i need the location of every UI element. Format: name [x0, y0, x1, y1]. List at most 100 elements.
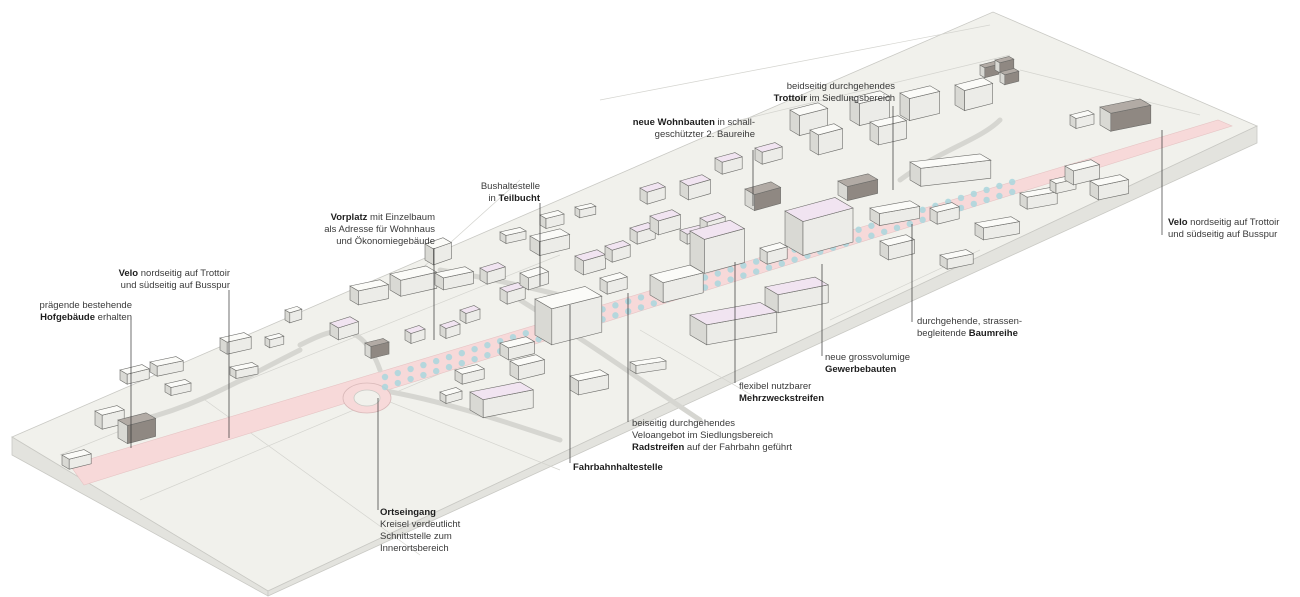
tree: [714, 280, 721, 287]
tree: [445, 353, 453, 361]
label-bushaltestelle: Bushaltestelle in Teilbucht: [480, 181, 540, 204]
building: [539, 210, 565, 230]
tree: [458, 359, 465, 367]
tree: [471, 345, 478, 353]
tree: [740, 262, 747, 269]
leader-lines: [130, 106, 1163, 510]
tree: [407, 375, 414, 383]
building: [1089, 174, 1130, 201]
tree: [407, 365, 414, 373]
label-baumreihe: durchgehende, strassen- begleitende Baum…: [917, 316, 1023, 339]
building: [459, 305, 481, 325]
label-radstreifen: beiseitig durchgehendes Veloangebot im S…: [632, 418, 793, 453]
building: [264, 333, 285, 349]
tree: [381, 383, 389, 391]
tree: [637, 294, 645, 301]
tree: [983, 196, 990, 204]
building: [534, 286, 603, 346]
building: [229, 362, 259, 380]
building: [1069, 110, 1095, 130]
tree: [881, 228, 888, 235]
building: [929, 202, 960, 225]
tree: [996, 182, 1003, 190]
building: [764, 276, 830, 314]
building: [119, 364, 150, 385]
building: [424, 237, 453, 266]
label-wohnbauten: neue Wohnbauten in schall- geschützter 2…: [632, 117, 755, 140]
tree: [970, 190, 977, 198]
building: [454, 364, 485, 385]
tree: [753, 258, 760, 265]
label-ortseingang: Ortseingang Kreisel verdeutlicht Schnitt…: [380, 507, 461, 554]
tree: [394, 369, 401, 377]
building: [604, 240, 631, 263]
label-vorplatz: Vorplatz mit Einzelbaum als Adresse für …: [324, 212, 435, 247]
building: [499, 282, 526, 305]
tree: [868, 232, 875, 239]
building: [974, 216, 1021, 241]
building: [439, 387, 463, 405]
tree: [855, 226, 862, 233]
tree: [996, 192, 1003, 200]
tree: [650, 300, 657, 307]
building: [639, 182, 666, 205]
building: [469, 381, 535, 419]
roundabout: [342, 382, 392, 414]
building: [499, 227, 527, 245]
building: [439, 320, 461, 340]
tree: [445, 363, 453, 371]
building: [629, 357, 667, 375]
tree: [970, 200, 977, 208]
tree: [740, 272, 747, 279]
building: [689, 219, 746, 274]
building: [649, 264, 704, 304]
building: [954, 77, 994, 112]
building: [809, 123, 844, 156]
tree: [509, 334, 517, 341]
tree: [1009, 178, 1016, 186]
building: [164, 379, 192, 397]
tree: [753, 268, 760, 275]
building: [364, 338, 390, 360]
building: [879, 234, 916, 261]
tree: [791, 256, 798, 263]
tree: [612, 302, 619, 309]
building: [1099, 98, 1152, 132]
tree: [484, 351, 491, 359]
building: [837, 173, 879, 202]
tree: [778, 260, 785, 267]
building: [284, 306, 303, 324]
building: [404, 325, 426, 345]
building: [629, 222, 656, 245]
tree: [727, 276, 734, 283]
building: [349, 279, 390, 306]
building: [994, 56, 1015, 74]
tree: [919, 216, 926, 224]
tree: [484, 341, 491, 349]
building: [939, 249, 975, 270]
building: [599, 272, 628, 295]
tree: [714, 270, 721, 277]
building: [519, 266, 550, 291]
building: [149, 356, 185, 377]
buildings: [61, 56, 1152, 470]
label-velo-west: Velo nordseitig auf Trottoir und südseit…: [118, 268, 230, 291]
tree: [522, 330, 529, 337]
tree: [637, 304, 645, 311]
building: [679, 174, 712, 201]
building: [689, 302, 778, 346]
label-trottoir: beidseitig durchgehendes Trottoir im Sie…: [773, 81, 895, 104]
building: [569, 369, 610, 396]
tree: [765, 264, 773, 271]
tree: [420, 371, 427, 379]
building: [869, 115, 908, 146]
building: [714, 152, 743, 175]
building: [329, 316, 360, 341]
label-mehrzweck: flexibel nutzbarer Mehrzweckstreifen: [739, 381, 825, 404]
tree: [983, 186, 990, 194]
building: [389, 265, 438, 297]
building: [1019, 187, 1059, 210]
tree: [433, 367, 440, 375]
label-hofgebaeude: prägende bestehende Hofgebäude erhalten: [39, 300, 132, 323]
